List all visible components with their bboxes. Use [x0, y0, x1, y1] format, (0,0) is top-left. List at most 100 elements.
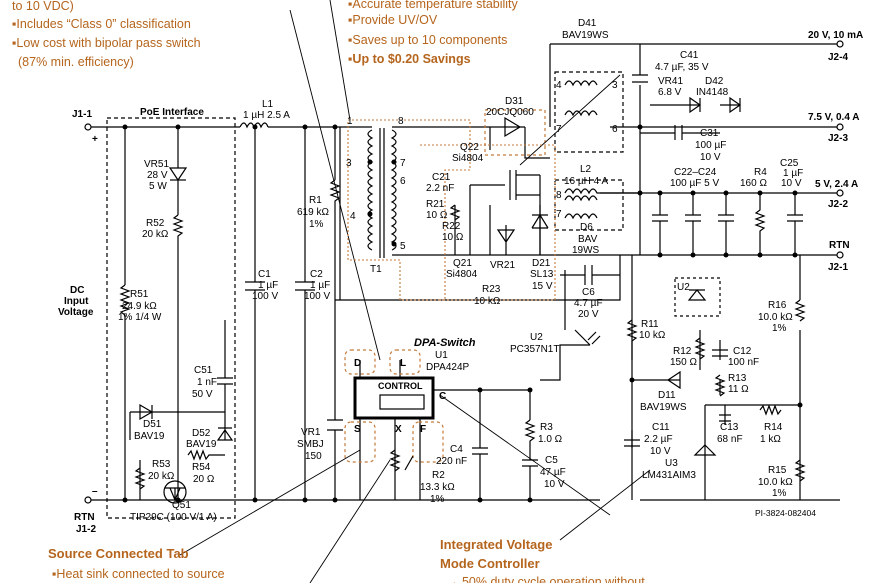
callout-bottom: Source Connected Tab Integrated Voltage …: [48, 537, 552, 571]
c21-ref: C21: [432, 172, 451, 183]
d52-value: BAV19: [186, 439, 217, 450]
c31-ref: C31: [700, 128, 719, 139]
d52-ref: D52: [192, 428, 211, 439]
callout-top-left-line-3: ▪Low cost with bipolar pass switch: [12, 36, 201, 50]
r11-ref: R11: [641, 319, 659, 330]
r3-ref: R3: [540, 422, 553, 433]
r53-ref: R53: [152, 459, 171, 470]
dpa-pin-x: X: [395, 424, 402, 435]
r1-tolerance: 1%: [309, 219, 324, 230]
vr1-ref: VR1: [301, 427, 321, 438]
out-7v5: 7.5 V, 0.4 A: [808, 112, 860, 123]
c51-value: 1 nF: [197, 377, 217, 388]
r16-ref: R16: [768, 300, 787, 311]
vr41-value: 6.8 V: [658, 87, 682, 98]
winding-pin-6: 6: [612, 124, 618, 135]
c1-value: 1 µF: [258, 280, 278, 291]
r11-value: 10 kΩ: [639, 330, 666, 341]
vr51-value: 28 V: [147, 170, 168, 181]
callout-controller-title-1: Integrated Voltage: [440, 537, 552, 552]
vr1-voltage: 150: [305, 451, 322, 462]
c6-voltage: 20 V: [578, 309, 599, 320]
callout-source-tab-title: Source Connected Tab: [48, 546, 189, 561]
q51-part: TIP29C (100 V/1 A): [130, 512, 217, 523]
u3-ref: U3: [665, 458, 678, 469]
r23-ref: R23: [482, 284, 501, 295]
r51-value: 24.9 kΩ: [122, 301, 157, 312]
winding-pin-3: 3: [612, 80, 618, 91]
port-j1-2: J1-2: [76, 524, 96, 535]
r15-tolerance: 1%: [772, 488, 787, 499]
r14-ref: R14: [764, 422, 783, 433]
d21-voltage: 15 V: [532, 281, 553, 292]
winding-pin-4: 4: [556, 80, 562, 91]
out-20v: 20 V, 10 mA: [808, 30, 863, 41]
c12-ref: C12: [733, 346, 752, 357]
dpa-switch-title: DPA-Switch: [414, 337, 476, 349]
pi-code: PI-3824-082404: [755, 508, 816, 518]
c41-ref: C41: [680, 50, 699, 61]
dc-input-line-1: DC: [70, 285, 84, 296]
d31-value: 20CJQ060: [486, 107, 534, 118]
callout-top-left: to 10 VDC) ▪Includes “Class 0” classific…: [12, 0, 201, 69]
l2-value: 16 µH 4 A: [564, 176, 608, 187]
r52-ref: R52: [146, 218, 165, 229]
port-j1-1: J1-1: [72, 109, 92, 120]
out-rtn: RTN: [829, 240, 850, 251]
winding-pin-8: 8: [556, 190, 562, 201]
callout-top-center-line-3: ▪Saves up to 10 components: [348, 33, 507, 47]
c31-value: 100 µF: [695, 140, 726, 151]
r13-value: 11 Ω: [728, 384, 749, 395]
d11-value: BAV19WS: [640, 402, 687, 413]
t1-pin-8: 8: [398, 116, 404, 127]
port-j2-1: J2-1: [828, 262, 848, 273]
r4-ref: R4: [754, 167, 767, 178]
c22-value: 100 µF 5 V: [670, 178, 719, 189]
c1-ref: C1: [258, 269, 271, 280]
l1-value: 1 µH 2.5 A: [243, 110, 290, 121]
r51-ref: R51: [130, 289, 149, 300]
r1-ref: R1: [309, 195, 322, 206]
component-labels: PoE Interface L1 1 µH 2.5 A T1 1 8 3 4 7…: [118, 18, 816, 523]
port-labels: J1-1 + – RTN J1-2 DC Input Voltage 20 V,…: [58, 30, 863, 535]
d51-ref: D51: [143, 419, 162, 430]
c1-voltage: 100 V: [252, 291, 278, 302]
q21-ref: Q21: [453, 258, 472, 269]
u2-ref: U2: [530, 332, 543, 343]
vr51-power: 5 W: [149, 181, 167, 192]
r16-value: 10.0 kΩ: [758, 312, 793, 323]
c13-ref: C13: [720, 422, 739, 433]
r15-value: 10.0 kΩ: [758, 477, 793, 488]
u2-part: PC357N1T: [510, 344, 559, 355]
r51-rating: 1% 1/4 W: [118, 312, 162, 323]
l1-ref: L1: [262, 99, 274, 110]
u2-led-ref: U2: [677, 282, 690, 293]
r22-value: 10 Ω: [442, 232, 464, 243]
port-j2-2: J2-2: [828, 199, 848, 210]
dpa-pin-l: L: [400, 358, 406, 369]
l2-ref: L2: [580, 164, 592, 175]
callout-top-center-line-4: ▪Up to $0.20 Savings: [348, 52, 471, 66]
t1-pin-6: 6: [400, 176, 406, 187]
c25-voltage: 10 V: [781, 178, 802, 189]
port-minus: –: [92, 486, 98, 497]
callout-top-center-line-2: ▪Provide UV/OV: [348, 13, 438, 27]
c6-ref: C6: [582, 287, 595, 298]
r2-value: 13.3 kΩ: [420, 482, 455, 493]
d51-value: BAV19: [134, 431, 165, 442]
r3-value: 1.0 Ω: [538, 434, 563, 445]
callout-top-center-line-1: ▪Accurate temperature stability: [348, 0, 519, 11]
q51-ref: Q51: [172, 500, 191, 511]
c5-voltage: 10 V: [544, 479, 565, 490]
r14-value: 1 kΩ: [760, 434, 781, 445]
dpa-pin-d: D: [354, 358, 361, 369]
r16-tolerance: 1%: [772, 323, 787, 334]
port-j2-3: J2-3: [828, 133, 848, 144]
c11-value: 2.2 µF: [644, 434, 673, 445]
c2-voltage: 100 V: [304, 291, 330, 302]
r54-value: 20 Ω: [193, 474, 215, 485]
port-plus: +: [92, 134, 98, 145]
t1-ref: T1: [370, 264, 382, 275]
orange-dotted-outlines: [347, 119, 556, 301]
c31-voltage: 10 V: [700, 152, 721, 163]
